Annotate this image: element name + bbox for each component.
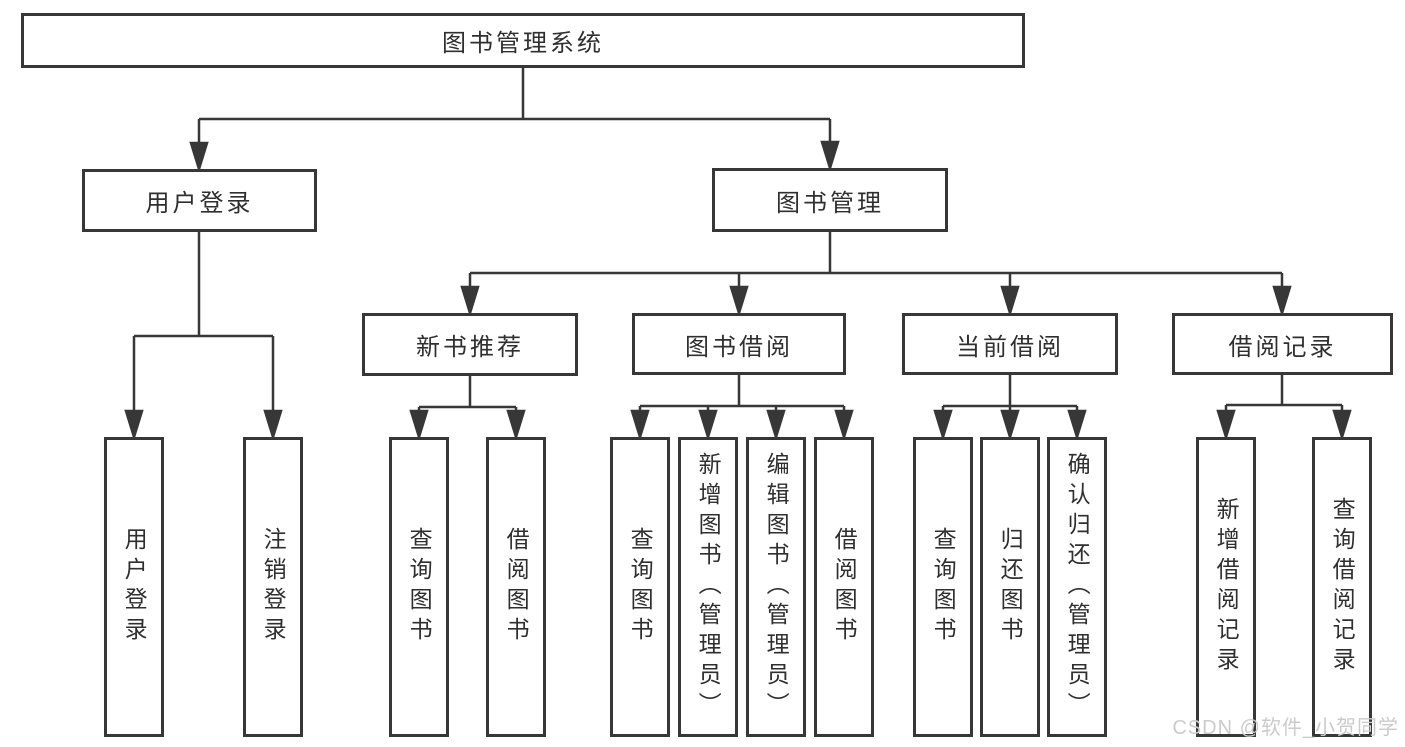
node-root-system: 图书管理系统 <box>21 13 1025 68</box>
node-current-borrow: 当前借阅 <box>902 313 1118 375</box>
node-user-login: 用户登录 <box>82 169 317 232</box>
leaf-query-books-borrow: 查询图书 <box>610 437 670 737</box>
leaf-query-books-current: 查询图书 <box>913 437 973 737</box>
leaf-user-login: 用户登录 <box>104 437 164 737</box>
connector-user-login-children <box>124 232 283 442</box>
leaf-query-books-recommend: 查询图书 <box>389 437 449 737</box>
connector-root-to-level2 <box>189 68 840 174</box>
connector-records-children <box>1216 375 1352 442</box>
node-book-borrow: 图书借阅 <box>632 313 846 375</box>
leaf-confirm-return-admin: 确认归还（管理员） <box>1047 437 1107 737</box>
connector-book-borrow-children <box>630 375 854 442</box>
csdn-watermark: CSDN @软件_小贺同学 <box>1172 717 1399 739</box>
leaf-borrow-books-recommend: 借阅图书 <box>486 437 546 737</box>
leaf-query-borrow-record: 查询借阅记录 <box>1312 437 1372 737</box>
leaf-add-borrow-record: 新增借阅记录 <box>1196 437 1256 737</box>
node-borrow-records: 借阅记录 <box>1172 313 1393 375</box>
leaf-edit-book-admin: 编辑图书（管理员） <box>746 437 806 737</box>
leaf-return-books: 归还图书 <box>980 437 1040 737</box>
connector-current-borrow-children <box>933 375 1087 442</box>
leaf-logout: 注销登录 <box>243 437 303 737</box>
connector-new-book-children <box>409 376 526 442</box>
leaf-add-book-admin: 新增图书（管理员） <box>678 437 738 737</box>
node-book-management: 图书管理 <box>712 168 948 232</box>
connector-book-mgmt-to-level3 <box>460 232 1292 318</box>
node-new-book-recommend: 新书推荐 <box>362 313 578 376</box>
leaf-borrow-books: 借阅图书 <box>814 437 874 737</box>
